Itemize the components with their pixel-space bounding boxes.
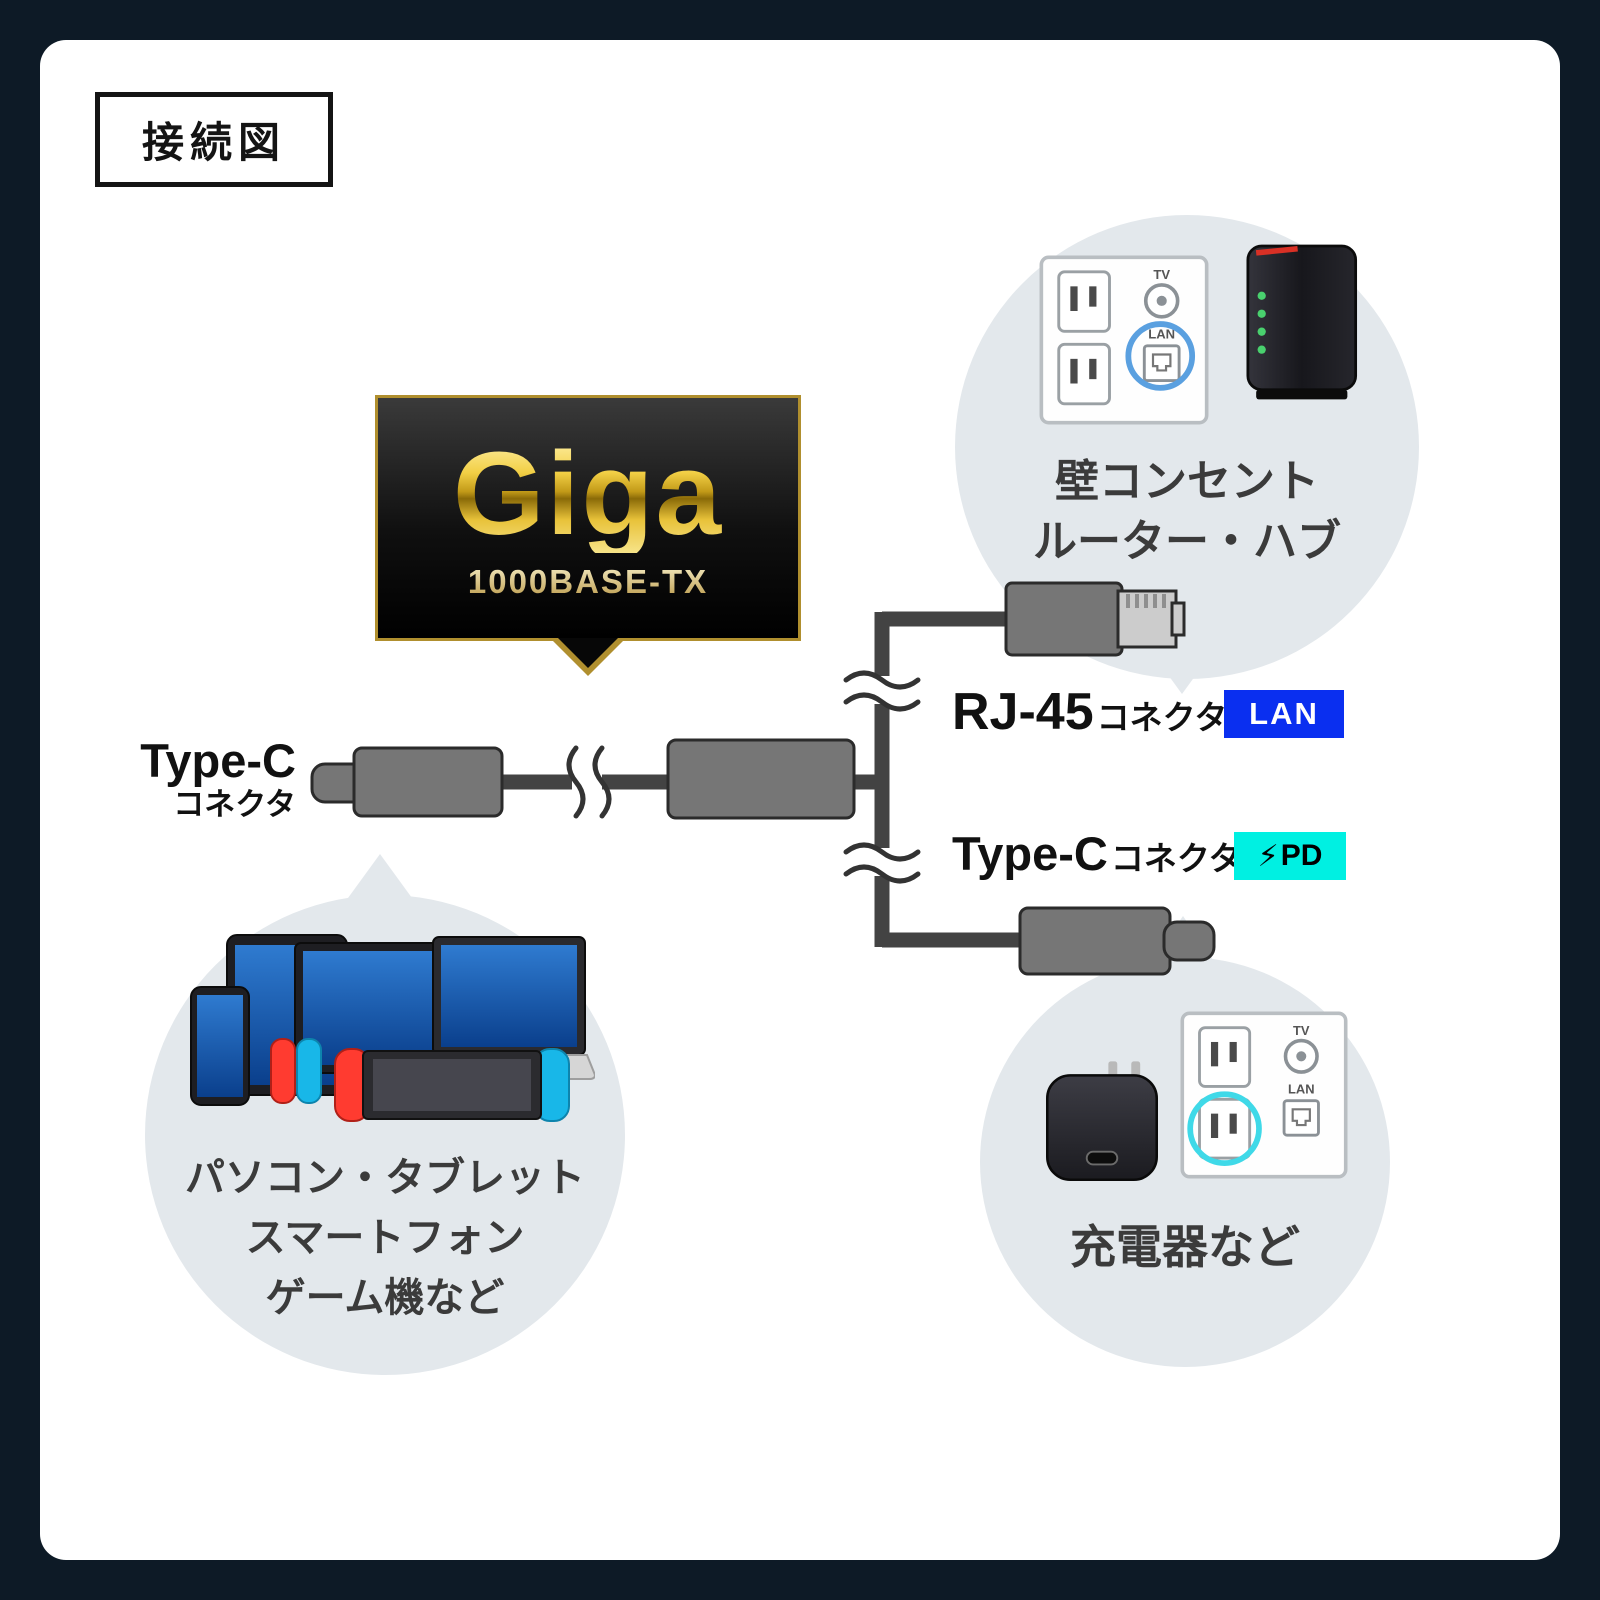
wall-router-caption-line1: 壁コンセント — [1055, 457, 1319, 506]
wall-router-bubble-pointer — [1150, 650, 1214, 694]
router-body — [1246, 244, 1358, 392]
outlet-highlight-ring — [1187, 1091, 1262, 1166]
smartphone-illustration — [190, 986, 250, 1106]
typec-pd-label-name: Type-C — [952, 827, 1108, 880]
router-stand — [1256, 389, 1348, 400]
typec-left-label-name: Type-C — [140, 734, 296, 787]
joycon-pair-illustration — [270, 1038, 322, 1104]
lan-badge-text: LAN — [1249, 696, 1319, 731]
charger-bubble-pointer — [1153, 916, 1213, 960]
charger-illustration — [1046, 1061, 1158, 1181]
lan-port-label: LAN — [1288, 1082, 1315, 1097]
devices-caption-line2: スマートフォン — [245, 1216, 525, 1260]
devices-bubble-pointer — [348, 854, 412, 898]
router-illustration — [1246, 244, 1358, 400]
giga-pointer-icon-inner — [558, 638, 618, 668]
devices-caption-line3: ゲーム機など — [265, 1276, 505, 1320]
switch-console-illustration — [334, 1048, 570, 1122]
devices-caption-line1: パソコン・タブレット — [185, 1156, 585, 1200]
pd-badge-text: PD — [1280, 839, 1323, 872]
charger-caption: 充電器など — [1070, 1221, 1300, 1273]
lan-badge: LAN — [1224, 690, 1344, 738]
devices-bubble: パソコン・タブレット スマートフォン ゲーム機など — [145, 895, 625, 1375]
lan-port-icon — [1142, 344, 1181, 383]
rj45-label: RJ-45 コネクタ — [952, 682, 1227, 742]
lan-highlight-ring — [1125, 321, 1196, 391]
outlet-bottom — [1198, 1097, 1252, 1160]
charger-body — [1046, 1074, 1158, 1181]
typec-left-label-type: コネクタ — [173, 787, 296, 823]
typec-pd-label-type: コネクタ — [1110, 840, 1242, 877]
outlet-top — [1057, 270, 1111, 333]
lan-port-icon — [1282, 1099, 1320, 1137]
wall-outlet-illustration-2: TV LAN — [1180, 1011, 1348, 1179]
wall-router-caption-line2: ルーター・ハブ — [1033, 517, 1341, 566]
outlet-bottom — [1057, 342, 1111, 406]
giga-brand-text: Giga — [452, 428, 724, 560]
charger-usbc-port — [1085, 1150, 1119, 1166]
bolt-icon: ⚡ — [1257, 839, 1279, 873]
router-leds — [1257, 291, 1266, 354]
rj45-label-name: RJ-45 — [952, 683, 1094, 741]
giga-standard-text: 1000BASE-TX — [467, 563, 709, 600]
tv-port-label: TV — [1153, 267, 1170, 282]
coax-port-icon — [1143, 283, 1180, 319]
charger-bubble: TV LAN 充電器など — [980, 957, 1390, 1367]
giga-badge: Giga 1000BASE-TX — [375, 395, 801, 676]
devices-illustration — [190, 934, 595, 1122]
rj45-label-type: コネクタ — [1096, 699, 1228, 736]
lan-port-label: LAN — [1148, 327, 1175, 342]
tv-port-label: TV — [1293, 1023, 1310, 1038]
wall-router-bubble: TV LAN 壁コンセント — [955, 215, 1419, 679]
coax-port-icon — [1283, 1038, 1319, 1074]
outlet-top — [1198, 1026, 1252, 1088]
pd-badge: ⚡ PD — [1234, 832, 1346, 880]
diagram-title: 接続図 — [142, 119, 287, 166]
wall-outlet-illustration: TV LAN — [1039, 255, 1209, 425]
router-accent — [1255, 246, 1298, 256]
diagram-title-box: 接続図 — [95, 92, 334, 187]
typec-pd-label: Type-C コネクタ — [952, 826, 1242, 881]
typec-left-label: Type-C コネクタ — [132, 736, 296, 822]
